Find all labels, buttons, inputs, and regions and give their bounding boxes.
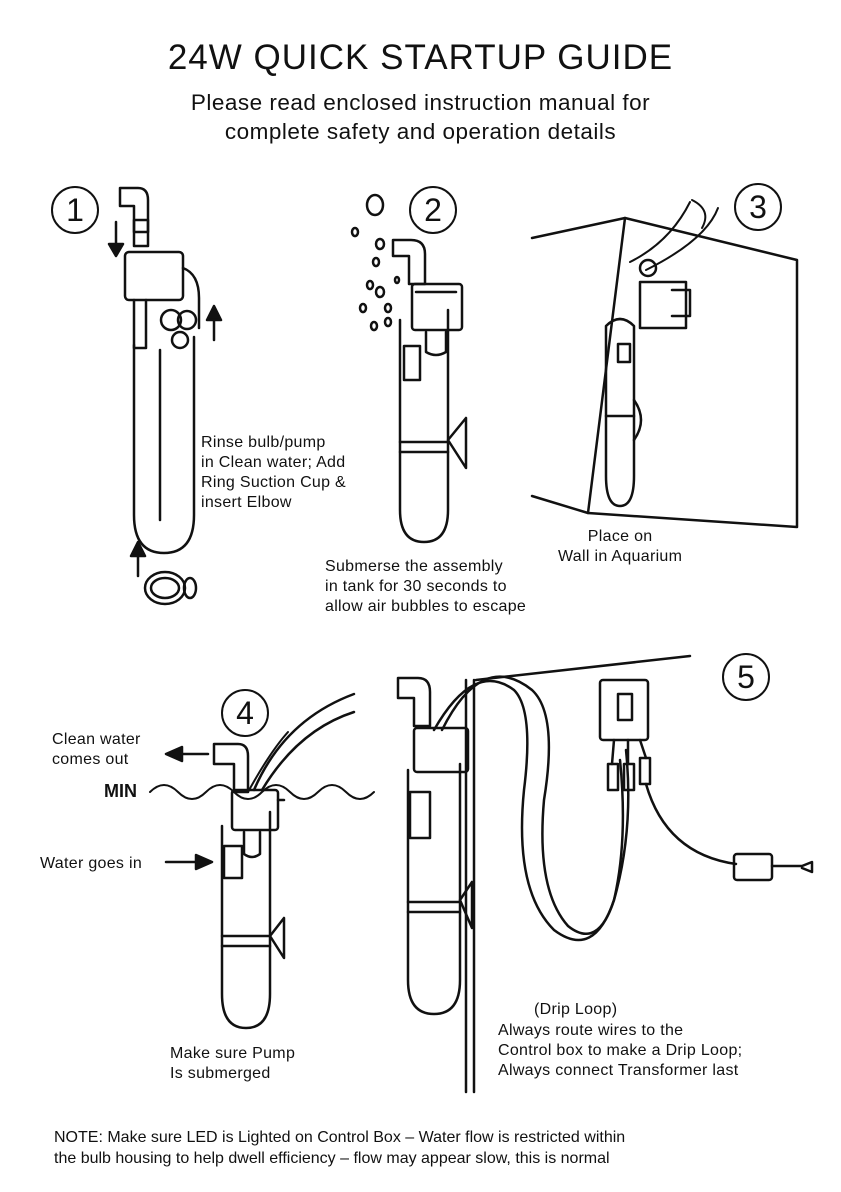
step1-illustration xyxy=(107,186,223,606)
step-number-4: 4 xyxy=(221,689,269,737)
min-label: MIN xyxy=(104,781,137,801)
step-number-1: 1 xyxy=(51,186,99,234)
arrow-left-icon xyxy=(164,745,210,763)
arrow-down-icon xyxy=(107,220,125,258)
step2-illustration xyxy=(350,193,468,544)
arrow-right-icon xyxy=(164,853,214,871)
step3-caption: Place on Wall in Aquarium xyxy=(558,528,683,565)
arrow-up-icon xyxy=(129,540,147,578)
page-title: 24W QUICK STARTUP GUIDE xyxy=(167,38,674,77)
step3-illustration xyxy=(530,199,799,529)
step-number-5: 5 xyxy=(722,653,770,701)
step-number-2: 2 xyxy=(409,186,457,234)
step4-illustration xyxy=(149,692,375,1030)
step5-caption: Always route wires to the Control box to… xyxy=(498,1022,743,1079)
water-in-label: Water goes in xyxy=(40,855,143,872)
step4-caption: Make sure Pump Is submerged xyxy=(170,1045,296,1082)
page-subtitle: Please read enclosed instruction manual … xyxy=(190,90,651,144)
step1-caption: Rinse bulb/pump in Clean water; Add Ring… xyxy=(201,434,347,511)
step5-illustration xyxy=(396,654,814,1094)
arrow-up-icon xyxy=(205,304,223,342)
drip-loop-label: (Drip Loop) xyxy=(534,1001,618,1018)
step2-caption: Submerse the assembly in tank for 30 sec… xyxy=(325,558,527,615)
step-number-3: 3 xyxy=(734,183,782,231)
footer-note: NOTE: Make sure LED is Lighted on Contro… xyxy=(54,1129,626,1167)
clean-water-label: Clean water comes out xyxy=(52,731,141,768)
